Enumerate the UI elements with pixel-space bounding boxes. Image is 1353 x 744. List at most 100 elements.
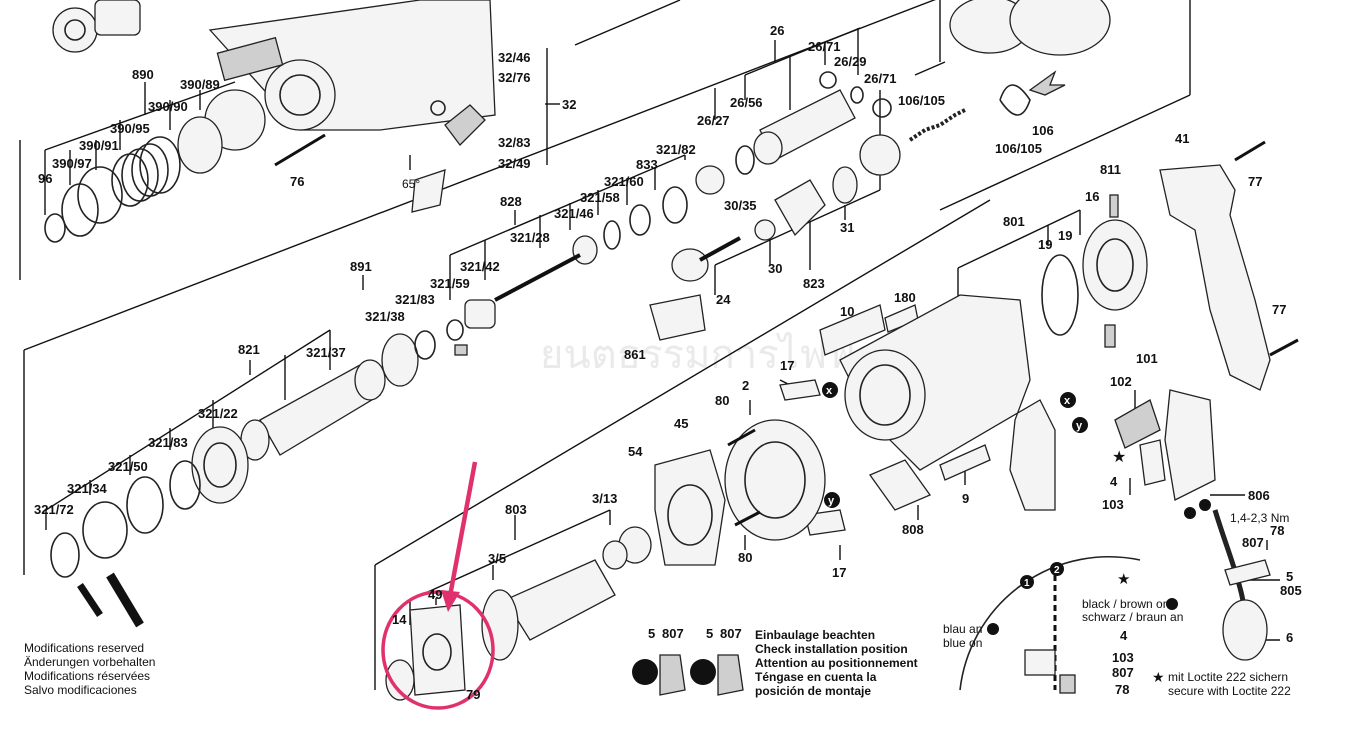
highlight-annotation [381, 461, 495, 710]
section-frames [19, 0, 1191, 690]
part-label: 321/82 [656, 142, 696, 157]
part-label: 807 [662, 626, 684, 641]
part-label: 26/56 [730, 95, 763, 110]
part-label: 10 [840, 304, 854, 319]
part-label: 78 [1270, 523, 1284, 538]
part-label: 26/27 [697, 113, 730, 128]
svg-text:★: ★ [1117, 571, 1130, 588]
part-label: 811 [1100, 162, 1121, 177]
part-label: 26/71 [808, 39, 841, 54]
part-label: 54 [628, 444, 643, 459]
part-label: 79 [466, 687, 480, 702]
part-label: 828 [500, 194, 522, 209]
part-label: 321/28 [510, 230, 550, 245]
part-label: 321/22 [198, 406, 238, 421]
part-label: 24 [716, 292, 731, 307]
note-line: Änderungen vorbehalten [24, 655, 155, 669]
note-line: Téngase en cuenta la [755, 670, 877, 684]
note-line: Einbaulage beachten [755, 628, 875, 642]
part-label: 6 [1286, 630, 1293, 645]
part-label: 321/59 [430, 276, 470, 291]
marker-y: y [1076, 420, 1083, 432]
part-label: 321/37 [306, 345, 346, 360]
leader-lines [19, 0, 1280, 641]
part-label: 30/35 [724, 198, 757, 213]
part-label: 1,4-2,3 Nm [1230, 511, 1289, 525]
part-label: 823 [803, 276, 825, 291]
part-label: 321/83 [148, 435, 188, 450]
part-label: 19 [1058, 228, 1072, 243]
marker-x: x [1064, 395, 1071, 407]
part-label: 4 [1110, 474, 1118, 489]
part-label: 390/91 [79, 138, 119, 153]
part-label: 321/58 [580, 190, 620, 205]
part-label: 321/42 [460, 259, 500, 274]
part-label: 16 [1085, 189, 1099, 204]
part-label: 45 [674, 416, 688, 431]
part-label: 102 [1110, 374, 1132, 389]
svg-text:★: ★ [1112, 449, 1126, 466]
part-label: 26/29 [834, 54, 867, 69]
part-label: 890 [132, 67, 154, 82]
marker-x: x [826, 385, 833, 397]
part-label: 78 [1115, 682, 1129, 697]
part-label: 321/38 [365, 309, 405, 324]
part-label: 30 [768, 261, 782, 276]
installation-note: Einbaulage beachten Check installation p… [755, 628, 918, 698]
part-shapes [44, 0, 1299, 701]
part-label: 3/13 [592, 491, 617, 506]
part-label: 26 [770, 23, 784, 38]
part-label: 807 [720, 626, 742, 641]
part-label: 32/76 [498, 70, 531, 85]
part-label: 803 [505, 502, 527, 517]
part-label: 106 [1032, 123, 1054, 138]
part-label: 321/60 [604, 174, 644, 189]
note-line: schwarz / braun an [1082, 610, 1183, 624]
marker-two: 2 [1054, 565, 1060, 576]
part-label: 19 [1038, 237, 1052, 252]
part-label: 32/49 [498, 156, 531, 171]
svg-text:★: ★ [1152, 669, 1165, 685]
note-line: Salvo modificaciones [24, 683, 137, 697]
part-label: 805 [1280, 583, 1302, 598]
marker-y: y [828, 495, 835, 507]
part-label: 5 [1286, 569, 1293, 584]
highlight-arrow-head [441, 590, 460, 612]
part-label: 2 [742, 378, 749, 393]
part-label: 77 [1248, 174, 1262, 189]
part-label: 9 [962, 491, 969, 506]
part-label: 3/5 [488, 551, 506, 566]
part-label: 80 [738, 550, 752, 565]
part-label: 891 [350, 259, 372, 274]
part-label: 390/97 [52, 156, 92, 171]
circle-markers: x y x y 1 2 ★ ★ [822, 382, 1211, 589]
part-label: 80 [715, 393, 729, 408]
modifications-note: Modifications reserved Änderungen vorbeh… [24, 641, 155, 697]
note-line: Check installation position [755, 642, 908, 656]
part-label: 103 [1102, 497, 1124, 512]
part-label: 76 [290, 174, 304, 189]
note-line: secure with Loctite 222 [1168, 684, 1291, 698]
part-label: 390/95 [110, 121, 150, 136]
part-label: 5 [648, 626, 655, 641]
part-label: 41 [1175, 131, 1189, 146]
part-label: 26/71 [864, 71, 897, 86]
part-label: 806 [1248, 488, 1270, 503]
note-line: Attention au positionnement [755, 656, 918, 670]
part-label: 14 [392, 612, 407, 627]
part-label: 321/34 [67, 481, 108, 496]
part-label: 17 [780, 358, 794, 373]
part-label: 390/89 [180, 77, 220, 92]
part-label: 96 [38, 171, 52, 186]
part-label: 808 [902, 522, 924, 537]
highlight-arrow [447, 461, 478, 597]
part-label: 321/46 [554, 206, 594, 221]
part-label: 32/83 [498, 135, 531, 150]
part-label: 103 [1112, 650, 1134, 665]
part-label: 101 [1136, 351, 1158, 366]
part-labels: 890 390/89 390/90 390/95 390/91 390/97 9… [34, 23, 1302, 702]
part-label: 77 [1272, 302, 1286, 317]
part-label: 321/50 [108, 459, 148, 474]
note-line: Modifications réservées [24, 669, 150, 683]
